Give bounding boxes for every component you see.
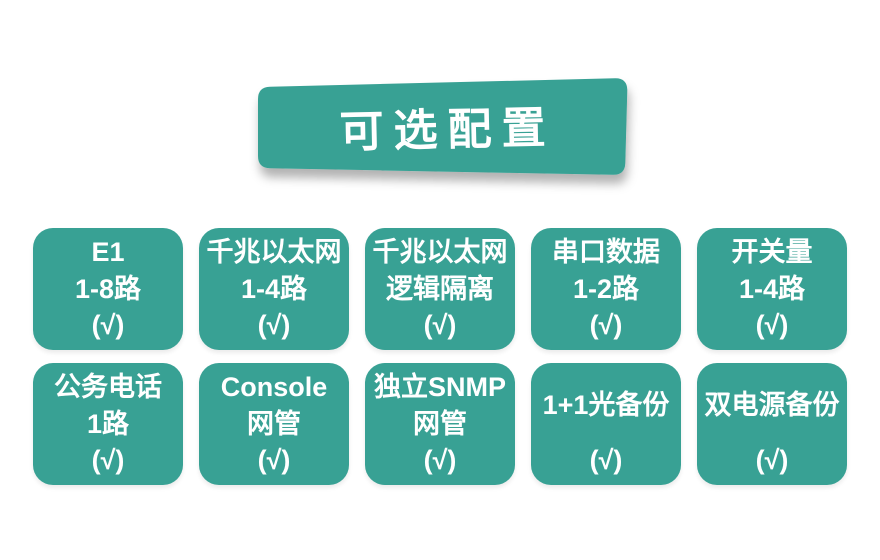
feature-card-line: 串口数据 bbox=[552, 236, 660, 267]
feature-card-line: (√) bbox=[257, 445, 291, 476]
feature-card-line: (√) bbox=[755, 445, 789, 476]
banner-ribbon bbox=[258, 78, 628, 175]
feature-card-e1: E1 1-8路 (√) bbox=[33, 228, 183, 350]
feature-card-console-nms: Console 网管 (√) bbox=[199, 363, 349, 485]
feature-card-line: 双电源备份 bbox=[704, 390, 840, 421]
feature-card-line: 独立SNMP bbox=[373, 371, 506, 402]
banner-shape bbox=[258, 78, 628, 175]
feature-card-line: (√) bbox=[91, 310, 125, 341]
feature-card-line: 网管 bbox=[413, 408, 467, 439]
feature-card-line: 1-2路 bbox=[572, 273, 640, 304]
feature-card-dual-power-backup: 双电源备份 (√) bbox=[697, 363, 847, 485]
feature-card-line: 逻辑隔离 bbox=[386, 273, 494, 304]
feature-card-gigabit-ethernet: 千兆以太网 1-4路 (√) bbox=[199, 228, 349, 350]
feature-card-line: (√) bbox=[589, 445, 623, 476]
feature-card-line: 1+1光备份 bbox=[542, 390, 670, 421]
feature-card-serial-data: 串口数据 1-2路 (√) bbox=[531, 228, 681, 350]
feature-card-line: 1-4路 bbox=[738, 273, 806, 304]
feature-card-switch-signal: 开关量 1-4路 (√) bbox=[697, 228, 847, 350]
feature-card-line: (√) bbox=[257, 310, 291, 341]
feature-card-line: 开关量 bbox=[731, 236, 813, 267]
feature-card-gigabit-ethernet-isolated: 千兆以太网逻辑隔离 (√) bbox=[365, 228, 515, 350]
feature-card-optical-backup: 1+1光备份 (√) bbox=[531, 363, 681, 485]
feature-card-line: 1-4路 bbox=[240, 273, 308, 304]
feature-card-line: (√) bbox=[91, 445, 125, 476]
feature-cards-grid: E1 1-8路 (√) 千兆以太网 1-4路 (√) 千兆以太网逻辑隔离 (√) 串口数据 1-2… bbox=[33, 228, 847, 485]
feature-card-line: E1 bbox=[91, 236, 125, 267]
feature-card-snmp-nms: 独立SNMP 网管 (√) bbox=[365, 363, 515, 485]
feature-card-line: 千兆以太网 bbox=[372, 236, 508, 267]
feature-card-line: (√) bbox=[423, 310, 457, 341]
feature-card-line: (√) bbox=[755, 310, 789, 341]
page-title: 可选配置 bbox=[339, 103, 557, 158]
feature-card-service-phone: 公务电话 1路 (√) bbox=[33, 363, 183, 485]
feature-card-line: 1路 bbox=[86, 408, 130, 439]
feature-card-line: 1-8路 bbox=[74, 273, 142, 304]
feature-card-line: (√) bbox=[589, 310, 623, 341]
feature-card-line: 网管 bbox=[247, 408, 301, 439]
feature-card-line: 千兆以太网 bbox=[206, 236, 342, 267]
feature-card-line: (√) bbox=[423, 445, 457, 476]
feature-card-line: Console bbox=[220, 371, 328, 402]
feature-card-line: 公务电话 bbox=[54, 371, 162, 402]
